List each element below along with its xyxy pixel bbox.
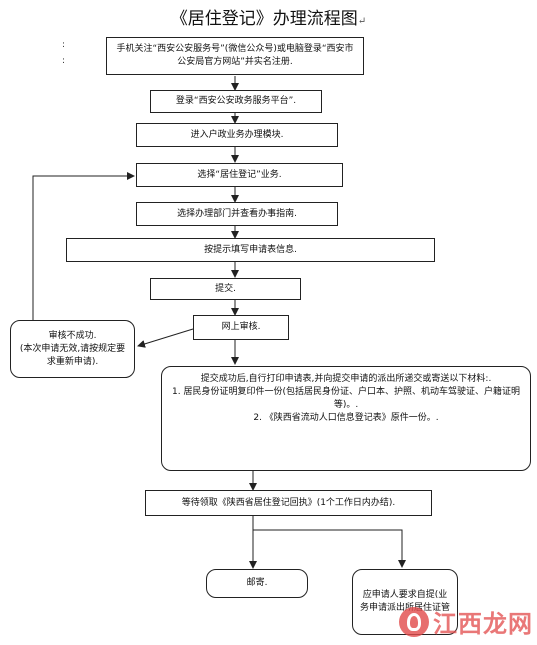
step-fill-form-text: 按提示填写申请表信息. <box>204 244 297 255</box>
review-failed-box: 审核不成功. (本次申请无效,请按规定要求重新申请). <box>10 320 135 378</box>
step-online-review: 网上审核. <box>193 315 289 340</box>
option-mail: 邮寄. <box>206 569 308 598</box>
arrow-s8-fail <box>137 328 194 348</box>
step-select-department-text: 选择办理部门并查看办事指南. <box>177 208 297 219</box>
site-watermark: 江西龙网 <box>399 604 533 639</box>
step-fill-form: 按提示填写申请表信息. <box>66 238 435 262</box>
step-login-text: 登录“西安公安政务服务平台”. <box>175 96 297 106</box>
step-select-business: 选择“居住登记”业务. <box>136 163 343 187</box>
stray-mark-1: : <box>62 40 66 50</box>
step-enter-module: 进入户政业务办理模块. <box>136 123 338 147</box>
watermark-text: 江西龙网 <box>433 609 533 638</box>
step-wait-receipt-text: 等待领取《陕西省居住登记回执》(1个工作日内办结). <box>181 497 396 508</box>
step-enter-module-text: 进入户政业务办理模块. <box>190 129 284 140</box>
step-select-department: 选择办理部门并查看办事指南. <box>136 202 338 226</box>
step-submit-text: 提交. <box>215 283 236 294</box>
submission-materials-box: 提交成功后,自行打印申请表,并向提交申请的派出所递交或寄送以下材料:. 1. 居… <box>161 366 531 471</box>
step-login: 登录“西安公安政务服务平台”. <box>150 90 322 113</box>
watermark-logo-icon <box>399 606 429 637</box>
arrow-wait-pickup <box>252 516 406 568</box>
material-item-2: 2. 《陕西省流动人口信息登记表》原件一份。. <box>253 413 439 423</box>
option-self-pickup-text: 应申请人要求自提(业务申请派出所居住证管 <box>359 590 450 613</box>
step-online-review-text: 网上审核. <box>221 322 261 332</box>
step-register-text: 手机关注“西安公安服务号”(微信公众号)或电脑登录“西安市公安局官方网站”并实名… <box>116 44 354 67</box>
review-failed-text: 审核不成功. (本次申请无效,请按规定要求重新申请). <box>19 330 126 367</box>
material-item-1: 1. 居民身份证明复印件一份(包括居民身份证、户口本、护照、机动车驾驶证、户籍证… <box>172 387 520 410</box>
materials-intro: 提交成功后,自行打印申请表,并向提交申请的派出所递交或寄送以下材料:. <box>200 374 492 384</box>
step-select-business-text: 选择“居住登记”业务. <box>197 169 282 180</box>
option-mail-text: 邮寄. <box>246 578 268 588</box>
stray-mark-2: : <box>62 56 66 66</box>
title-return-mark: ↵ <box>357 16 367 27</box>
step-submit: 提交. <box>150 278 301 300</box>
page-title: 《居住登记》办理流程图↵ <box>0 4 537 29</box>
step-wait-receipt: 等待领取《陕西省居住登记回执》(1个工作日内办结). <box>145 490 432 516</box>
step-register: 手机关注“西安公安服务号”(微信公众号)或电脑登录“西安市公安局官方网站”并实名… <box>106 37 364 75</box>
title-text: 《居住登记》办理流程图 <box>170 9 358 29</box>
arrow-fail-s4 <box>32 172 135 320</box>
